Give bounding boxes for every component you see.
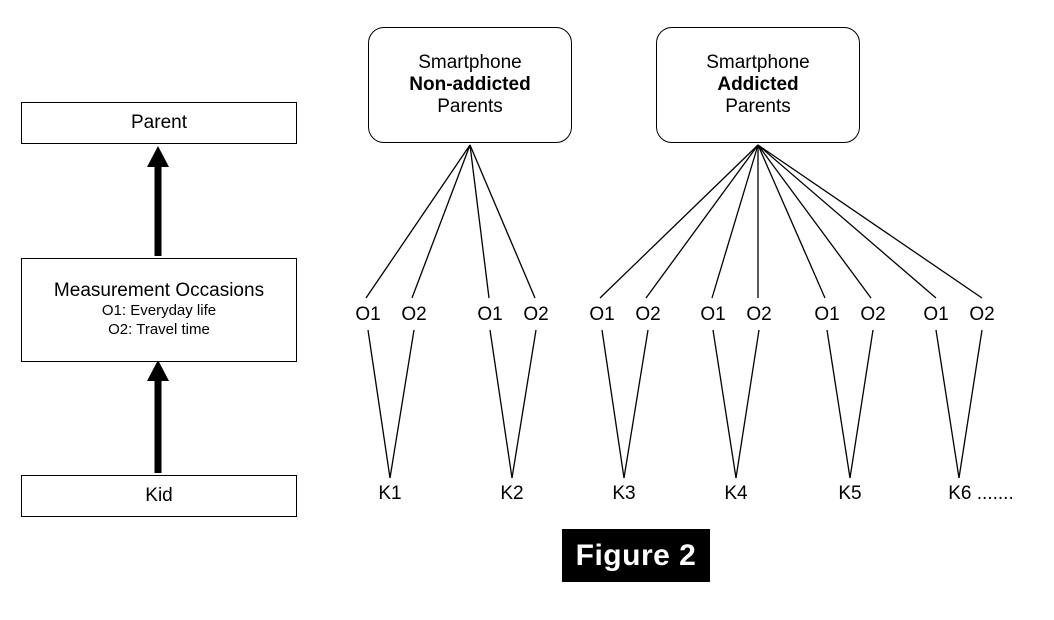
parent-box[interactable]: Parent — [21, 102, 297, 144]
kid-label-k1: K1 — [378, 483, 402, 504]
measurement-occasions-subline-2: O2: Travel time — [108, 320, 210, 338]
figure-caption-banner: Figure 2 — [562, 529, 710, 582]
occasion-label-o2-k4: O2 — [746, 304, 772, 325]
kid-box-title: Kid — [145, 485, 173, 507]
measurement-occasions-subline-1: O1: Everyday life — [101, 302, 217, 320]
occasion-label-o2-k5: O2 — [860, 304, 886, 325]
occasion-label-o1-k5: O1 — [814, 304, 840, 325]
kid-box[interactable]: Kid — [21, 475, 297, 517]
occasion-label-o2-k6: O2 — [969, 304, 995, 325]
measurement-occasions-title: Measurement Occasions — [53, 280, 265, 302]
fan-lines-addicted — [599, 144, 983, 299]
parent-box-title: Parent — [131, 112, 187, 134]
group-addicted-line-3: Parents — [725, 95, 791, 117]
occasion-label-o2-k2: O2 — [523, 304, 549, 325]
group-addicted-line-1: Smartphone — [706, 52, 810, 74]
group-non-addicted-line-1: Smartphone — [418, 52, 522, 74]
v-connectors-kids — [367, 329, 983, 479]
kid-label-k2: K2 — [500, 483, 524, 504]
kid-label-k3: K3 — [612, 483, 636, 504]
kid-label-k6: K6 ....... — [948, 483, 1014, 504]
group-non-addicted-line-3: Parents — [437, 95, 503, 117]
occasion-label-o1-k2: O1 — [477, 304, 503, 325]
kid-label-k4: K4 — [724, 483, 748, 504]
group-addicted-line-2: Addicted — [717, 74, 799, 96]
kid-label-k5: K5 — [838, 483, 862, 504]
occasion-label-o2-k1: O2 — [401, 304, 427, 325]
group-box-non-addicted[interactable]: Smartphone Non-addicted Parents — [368, 27, 572, 143]
occasion-label-o1-k3: O1 — [589, 304, 615, 325]
fan-lines-non-addicted — [365, 144, 536, 299]
group-box-addicted[interactable]: Smartphone Addicted Parents — [656, 27, 860, 143]
group-non-addicted-line-2: Non-addicted — [409, 74, 531, 96]
measurement-occasions-box[interactable]: Measurement Occasions O1: Everyday life … — [21, 258, 297, 362]
occasion-label-o1-k1: O1 — [355, 304, 381, 325]
occasion-label-o1-k4: O1 — [700, 304, 726, 325]
figure-caption-text: Figure 2 — [575, 538, 697, 572]
occasion-label-o1-k6: O1 — [923, 304, 949, 325]
occasion-label-o2-k3: O2 — [635, 304, 661, 325]
